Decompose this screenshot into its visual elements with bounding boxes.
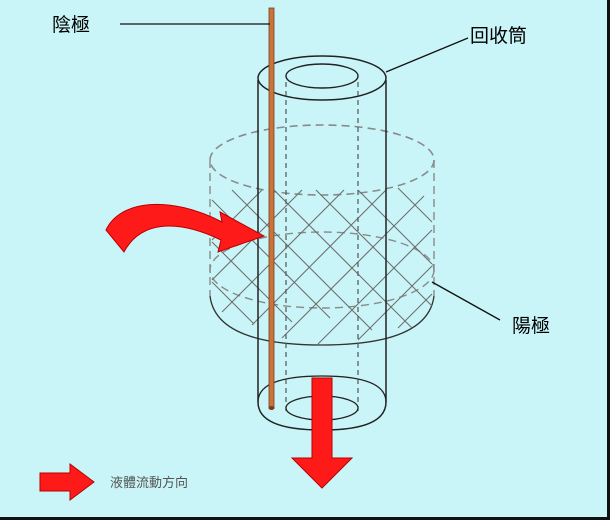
anode-diagonal-lines [211,187,433,345]
recovery-tube-label: 回收筒 [470,25,527,47]
anode-top-ellipse [209,124,435,196]
tube-outer-top [257,55,387,101]
recovery-tube [257,55,387,431]
anode-leader-line [431,281,501,321]
recovery-tube-leader-line [385,37,469,73]
anode-bottom-arc [209,295,435,346]
anode-label: 陽極 [512,315,550,337]
outflow-down-arrow [290,377,354,489]
legend-label: 液體流動方向 [110,475,188,491]
cathode-rod [268,7,275,410]
inflow-curved-arrow [105,203,266,253]
tube-inner-top [285,63,359,89]
legend: 液體流動方向 [39,463,188,501]
legend-arrow-icon [39,463,95,501]
cathode-label: 陰極 [52,14,90,36]
tube-outer-bottom-back [257,375,387,403]
